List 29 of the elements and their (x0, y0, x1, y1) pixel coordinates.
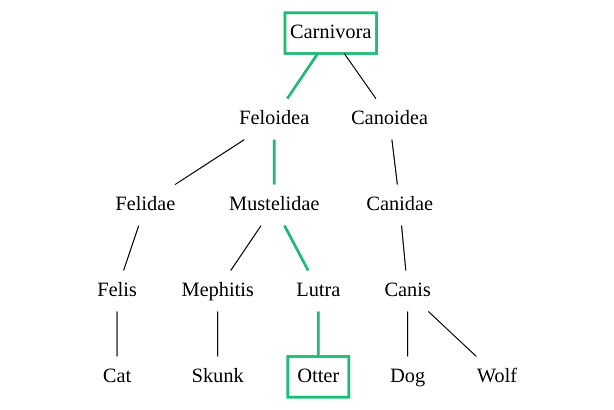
node-text: Canidae (366, 192, 434, 215)
connector (400, 225, 406, 271)
node-text: Canis (384, 278, 431, 301)
connector (174, 139, 245, 186)
connector (272, 140, 276, 185)
connector (344, 53, 376, 99)
node-text: Dog (390, 364, 426, 387)
node-text: Wolf (476, 364, 518, 387)
connector (230, 225, 262, 271)
connector (283, 224, 310, 272)
node-text: Mephitis (182, 278, 254, 301)
connector (116, 311, 118, 356)
node-text: Mustelidae (229, 192, 320, 215)
node-text: Lutra (296, 278, 340, 301)
connector (286, 52, 319, 100)
node-text: Skunk (192, 364, 244, 387)
connector (123, 225, 140, 271)
node-text: Canoidea (351, 107, 428, 130)
connector (217, 311, 218, 356)
node-box: Otter (286, 355, 350, 399)
node-text: Felis (97, 278, 137, 301)
node-box: Carnivora (284, 11, 378, 55)
node-text: Felidae (115, 192, 176, 215)
connector (316, 311, 320, 356)
node-text: Cat (102, 364, 132, 387)
connector (428, 311, 477, 357)
connector (407, 311, 408, 356)
node-text: Feloidea (239, 107, 310, 130)
connector (391, 140, 398, 185)
